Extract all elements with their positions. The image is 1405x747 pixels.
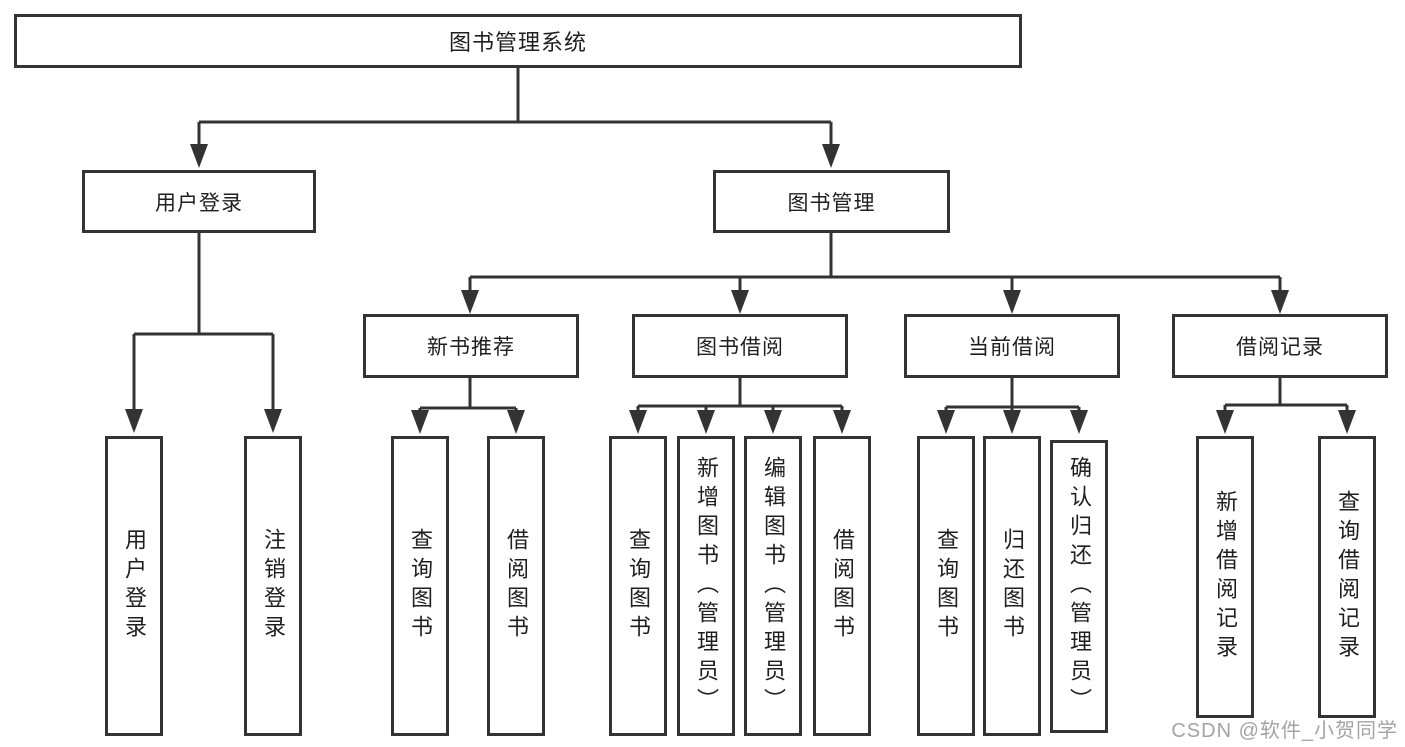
leaf-nb-query-book: 查询图书 — [391, 436, 449, 736]
csdn-watermark: CSDN @软件_小贺同学 — [1171, 720, 1398, 742]
leaf-user-login: 用户登录 — [105, 436, 163, 736]
node-current-borrow: 当前借阅 — [904, 314, 1120, 378]
node-book-management: 图书管理 — [713, 170, 950, 233]
leaf-cur-return-book: 归还图书 — [983, 436, 1041, 736]
leaf-nb-borrow-book: 借阅图书 — [487, 436, 545, 736]
leaf-bw-borrow-book: 借阅图书 — [813, 436, 871, 736]
leaf-bw-query-book: 查询图书 — [609, 436, 667, 736]
connector-new-book — [418, 378, 518, 416]
leaf-logout-login: 注销登录 — [244, 436, 302, 736]
connector-book-mgmt — [468, 233, 1282, 296]
leaf-bw-edit-book-admin: 编辑图书（管理员） — [744, 436, 802, 736]
leaf-cur-confirm-return-admin: 确认归还（管理员） — [1050, 440, 1108, 733]
node-library-system: 图书管理系统 — [14, 14, 1022, 68]
leaf-rec-add-borrow-record: 新增借阅记录 — [1196, 436, 1254, 718]
leaf-cur-query-book: 查询图书 — [917, 436, 975, 736]
node-borrow-record: 借阅记录 — [1172, 314, 1388, 378]
leaf-bw-add-book-admin: 新增图书（管理员） — [677, 436, 735, 736]
leaf-rec-query-borrow-record: 查询借阅记录 — [1318, 436, 1376, 718]
node-user-login: 用户登录 — [82, 170, 316, 233]
connector-user-login — [132, 233, 275, 415]
connector-root — [197, 68, 833, 150]
node-book-borrow: 图书借阅 — [632, 314, 848, 378]
connector-book-borrow — [636, 378, 844, 416]
node-new-book-recommend: 新书推荐 — [363, 314, 579, 378]
connector-borrow-record — [1223, 378, 1349, 416]
arrowheads — [125, 144, 1356, 434]
